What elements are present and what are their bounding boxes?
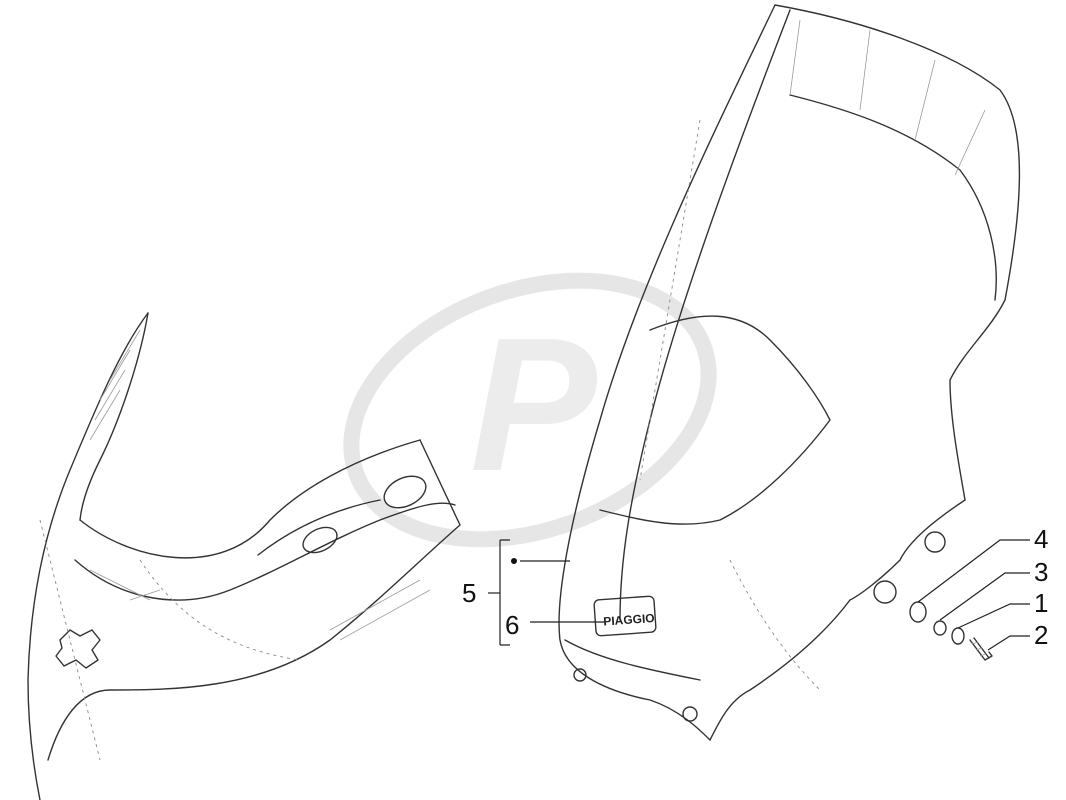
washer-1 bbox=[951, 627, 965, 645]
callout-1: 1 bbox=[1034, 588, 1048, 618]
callout-5: 5 bbox=[462, 578, 476, 608]
badge-outline bbox=[593, 595, 657, 637]
bullet-marker bbox=[511, 558, 517, 564]
badge-text: PIAGGIO bbox=[603, 611, 655, 629]
callout-3: 3 bbox=[1034, 557, 1048, 587]
watermark-letter: P bbox=[470, 299, 597, 511]
leader-3 bbox=[939, 572, 1030, 621]
watermark-logo: P bbox=[343, 272, 717, 548]
front-shield-part bbox=[27, 312, 461, 800]
callout-4: 4 bbox=[1034, 524, 1048, 554]
spacer-4 bbox=[909, 601, 927, 623]
callout-lines bbox=[488, 539, 1030, 651]
callout-6: 6 bbox=[505, 610, 519, 640]
windshield-part: PIAGGIO bbox=[558, 4, 1021, 741]
leader-4 bbox=[917, 539, 1030, 603]
leader-2 bbox=[987, 635, 1030, 651]
washer-3 bbox=[933, 620, 947, 636]
callout-numbers: 5 6 4 3 1 2 bbox=[462, 524, 1048, 650]
fasteners bbox=[909, 601, 993, 661]
leader-1 bbox=[957, 603, 1030, 629]
callout-2: 2 bbox=[1034, 620, 1048, 650]
